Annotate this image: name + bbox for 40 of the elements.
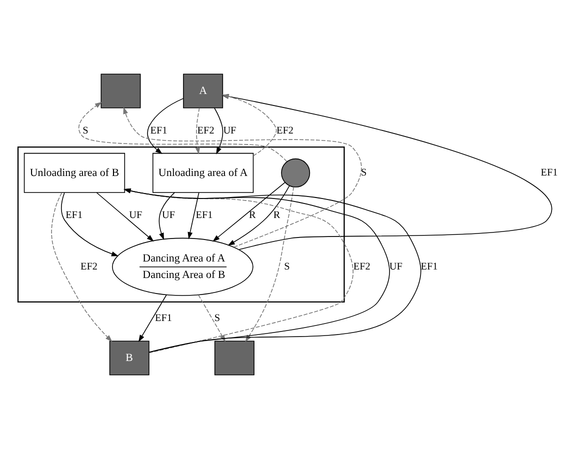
edge-label: EF1 <box>420 262 438 273</box>
edge-label: EF1 <box>66 210 83 221</box>
arrow <box>195 108 200 154</box>
arrow <box>212 182 286 242</box>
edge-label: EF1 <box>150 125 168 136</box>
node-box: A <box>183 74 224 108</box>
edge-label: EF1 <box>196 210 213 221</box>
edge-label: S <box>82 125 88 136</box>
arrow <box>158 192 175 240</box>
edge-label: EF2 <box>80 262 98 273</box>
edge-label: S <box>360 168 367 179</box>
arrow <box>78 102 288 162</box>
arrow <box>138 294 167 342</box>
arrow <box>228 185 290 246</box>
edge-label: R <box>249 210 256 221</box>
node-box: Unloading area of A <box>152 152 254 193</box>
arrow <box>61 192 119 256</box>
edge-label: UF <box>162 210 176 221</box>
node-circle <box>281 158 310 188</box>
edge-label: EF1 <box>154 313 172 324</box>
arrow <box>123 106 362 248</box>
edge-label: R <box>273 210 280 221</box>
arrow <box>214 108 224 154</box>
edge-label: UF <box>389 262 402 273</box>
arrow <box>96 192 154 242</box>
arrow <box>188 192 200 240</box>
edge-label: S <box>284 262 290 273</box>
node-box <box>100 74 141 108</box>
node-box <box>214 340 254 376</box>
edge-label: UF <box>129 210 142 221</box>
node-box: B <box>109 340 150 376</box>
node-box: Unloading area of B <box>24 152 126 193</box>
arrow <box>51 192 112 342</box>
edge-label: EF2 <box>197 125 214 136</box>
edge-label: EF1 <box>540 168 558 179</box>
edge-label: S <box>214 313 220 324</box>
arrow <box>147 98 184 154</box>
edge-label: EF2 <box>353 262 370 273</box>
edge-label: UF <box>223 125 236 136</box>
edge-label: EF2 <box>276 125 294 136</box>
